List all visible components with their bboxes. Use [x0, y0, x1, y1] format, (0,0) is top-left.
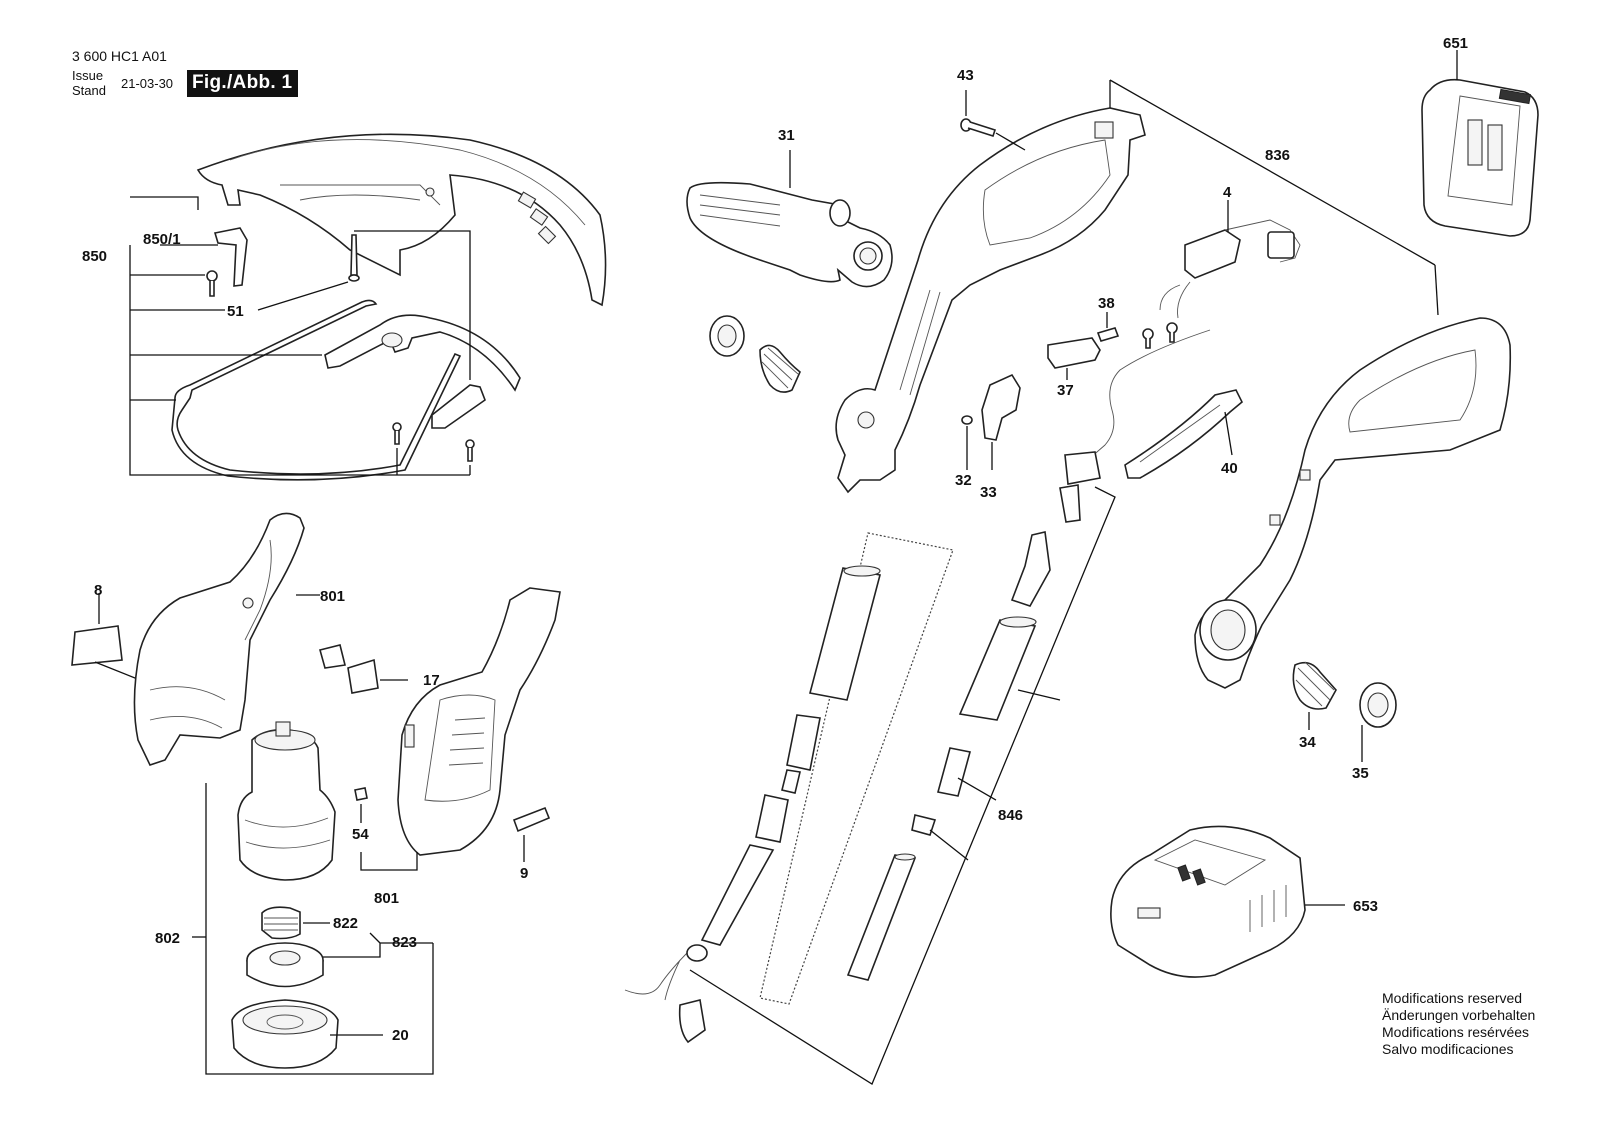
- tube-outline-846: [759, 532, 954, 1005]
- spool-cap-part: [231, 999, 339, 1069]
- label-651: 651: [1443, 35, 1468, 52]
- small-spring-part: [961, 415, 973, 425]
- label-43: 43: [957, 67, 974, 84]
- handle-half-left-part: [835, 107, 1146, 494]
- clip-parts-17: [319, 644, 379, 694]
- label-850-1: 850/1: [143, 231, 181, 248]
- label-54: 54: [352, 826, 369, 843]
- switch-screws-part: [1142, 322, 1178, 349]
- label-801-top: 801: [320, 588, 345, 605]
- label-sticker-part-9: [512, 806, 551, 833]
- note-de: Änderungen vorbehalten: [1382, 1007, 1536, 1023]
- charger-part: [1110, 825, 1306, 978]
- issue-label: Issue: [72, 68, 104, 83]
- guard-clip-part: [213, 227, 248, 287]
- knob-part-right: [1359, 682, 1397, 728]
- note-en: Modifications reserved: [1382, 990, 1523, 1006]
- knob-part-left: [709, 315, 745, 357]
- guard-small-screws-part: [392, 422, 475, 462]
- guard-holder-part: [324, 314, 521, 429]
- label-20: 20: [392, 1027, 409, 1044]
- label-35: 35: [1352, 765, 1369, 782]
- label-850: 850: [82, 248, 107, 265]
- label-38: 38: [1098, 295, 1115, 312]
- spring-pin-part: [1096, 327, 1120, 342]
- long-screw-part: [348, 234, 360, 282]
- stand-label: Stand: [72, 83, 106, 98]
- label-823: 823: [392, 934, 417, 951]
- label-32: 32: [955, 472, 972, 489]
- note-fr: Modifications resérvées: [1382, 1024, 1530, 1040]
- lock-button-part: [981, 373, 1021, 441]
- cable-part: [1059, 329, 1211, 523]
- spring-part-right: [1292, 661, 1337, 710]
- guard-cover-part: [196, 133, 607, 307]
- label-51: 51: [227, 303, 244, 320]
- cover-strip-part: [1124, 389, 1243, 479]
- label-34: 34: [1299, 734, 1316, 751]
- battery-pack-part: [1421, 78, 1539, 237]
- block-part: [1047, 337, 1101, 369]
- label-801-bottom: 801: [374, 890, 399, 907]
- label-sticker-part-8: [71, 625, 123, 666]
- label-40: 40: [1221, 460, 1238, 477]
- spool-spring-part: [261, 906, 301, 940]
- issue-stand-labels: Issue Stand: [72, 68, 106, 98]
- label-836: 836: [1265, 147, 1290, 164]
- label-846: 846: [998, 807, 1023, 824]
- label-17: 17: [423, 672, 440, 689]
- switch-part: [1159, 219, 1301, 319]
- label-802: 802: [155, 930, 180, 947]
- handle-half-right-part: [1194, 317, 1512, 689]
- handle-screw-part: [960, 118, 997, 138]
- label-31: 31: [778, 127, 795, 144]
- motor-housing-right-part: [397, 587, 561, 856]
- tube-right-parts: [846, 531, 1051, 981]
- label-37: 37: [1057, 382, 1074, 399]
- issue-date: 21-03-30: [121, 76, 174, 91]
- motor-housing-left-part: [133, 512, 305, 766]
- label-822: 822: [333, 915, 358, 932]
- label-9: 9: [520, 865, 528, 882]
- tube-left-parts: [700, 565, 881, 946]
- figure-badge: Fig./Abb. 1: [187, 70, 299, 97]
- note-es: Salvo modificaciones: [1382, 1041, 1514, 1057]
- document-code: 3 600 HC1 A01: [72, 48, 167, 64]
- modifications-notice: Modifications reserved Änderungen vorbeh…: [1382, 990, 1535, 1058]
- auxiliary-handle-part: [686, 181, 893, 288]
- spool-part: [246, 942, 324, 988]
- label-653: 653: [1353, 898, 1378, 915]
- label-33: 33: [980, 484, 997, 501]
- label-4: 4: [1223, 184, 1232, 201]
- motor-part: [237, 721, 336, 881]
- guard-screw-part: [206, 270, 218, 297]
- label-8: 8: [94, 582, 102, 599]
- nut-part-54: [354, 787, 368, 801]
- spring-part-left: [759, 344, 801, 393]
- wire-guard-part: [171, 299, 462, 481]
- lower-cable-part: [624, 944, 708, 1044]
